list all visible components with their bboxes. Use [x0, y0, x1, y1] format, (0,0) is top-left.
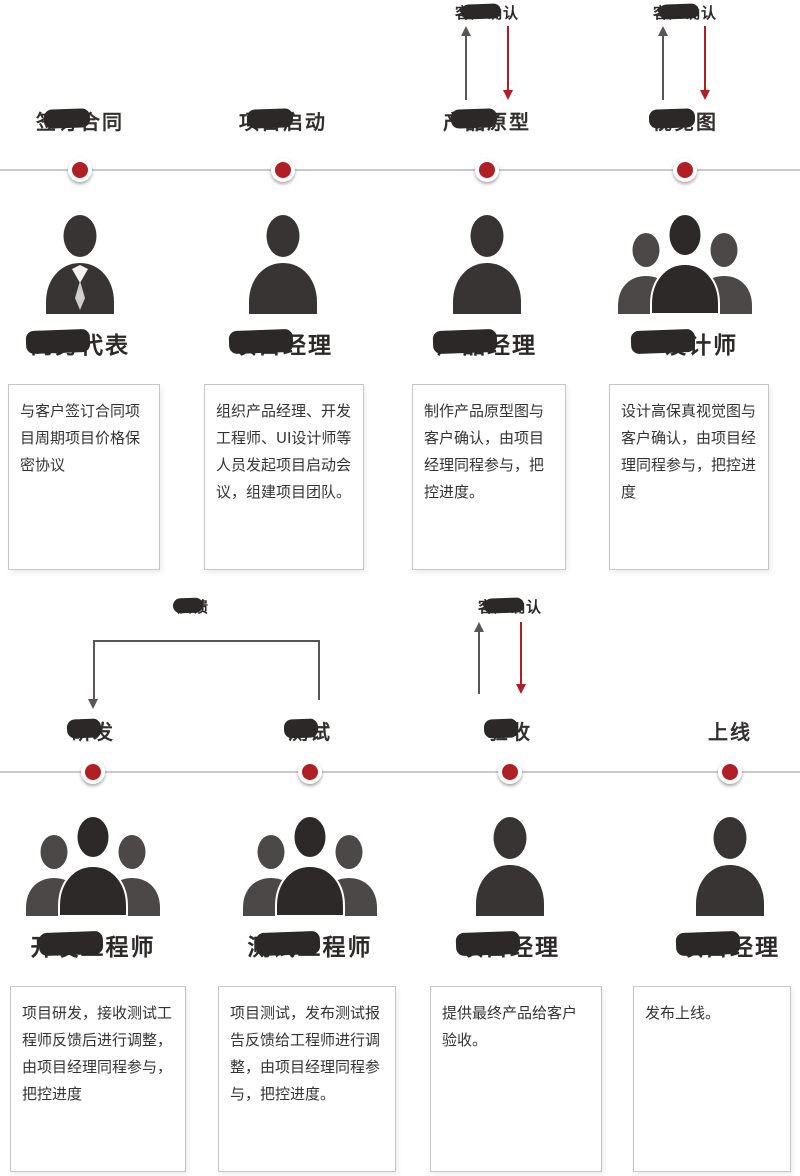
- ink-blob: [172, 597, 204, 614]
- stage-description-box: 项目测试，发布测试报告反馈给工程师进行调整，由项目经理同程参与，把控进度。: [218, 986, 396, 1172]
- customer-confirm-label: 客户确认: [460, 596, 560, 617]
- ink-blob: [283, 718, 319, 739]
- up-arrow-icon: [461, 26, 471, 100]
- timeline-node-dot: [81, 760, 105, 784]
- people-group-icon: [610, 210, 760, 318]
- role-label: 产品经理: [387, 326, 587, 360]
- timeline-line: [0, 771, 800, 773]
- stage-description-text: 发布上线。: [645, 1004, 721, 1022]
- stage-title: 验收: [430, 716, 590, 745]
- timeline-node-dot: [718, 760, 742, 784]
- stage-description-text: 制作产品原型图与客户确认，由项目经理同程参与，把控进度。: [424, 402, 545, 501]
- role-label: 开发工程师: [0, 928, 193, 962]
- feedback-label: 反馈: [153, 596, 233, 617]
- person-icon: [690, 812, 770, 920]
- people-group-icon: [18, 812, 168, 920]
- ink-blob: [25, 328, 91, 355]
- stage-title: 测试: [230, 716, 390, 745]
- stage-description-box: 设计高保真视觉图与客户确认，由项目经理同程参与，把控进度: [609, 384, 769, 570]
- role-label: 商务代表: [0, 326, 180, 360]
- timeline-node-dot: [498, 760, 522, 784]
- ink-blob: [432, 328, 498, 355]
- stage-description-box: 发布上线。: [633, 986, 791, 1172]
- stage-description-box: 提供最终产品给客户验收。: [430, 986, 602, 1172]
- stage-description-text: 项目研发，接收测试工程师反馈后进行调整，由项目经理同程参与，把控进度: [22, 1004, 173, 1103]
- stage-title: 上线: [708, 720, 752, 744]
- stage-title: 项目启动: [203, 106, 363, 135]
- customer-confirm-label: 客户确认: [437, 2, 537, 23]
- stage-title: 研发: [13, 716, 173, 745]
- stage-description-text: 与客户签订合同项目周期项目价格保密协议: [20, 402, 141, 474]
- ink-blob: [675, 930, 741, 957]
- timeline-node-dot: [298, 760, 322, 784]
- ink-blob: [246, 108, 294, 129]
- role-label: 项目经理: [183, 326, 383, 360]
- timeline-node-dot: [68, 158, 92, 182]
- stage-title: 签订合同: [0, 106, 160, 135]
- ink-blob: [483, 597, 525, 614]
- stage-title: 视觉图: [605, 106, 765, 135]
- timeline-node-dot: [673, 158, 697, 182]
- ink-blob: [483, 718, 519, 739]
- role-label: UI设计师: [585, 326, 785, 360]
- ink-blob: [450, 108, 498, 129]
- person-tie-icon: [40, 210, 120, 318]
- up-arrow-icon: [474, 622, 484, 694]
- customer-confirm-label: 客户确认: [635, 2, 735, 23]
- stage-description-box: 制作产品原型图与客户确认，由项目经理同程参与，把控进度。: [412, 384, 566, 570]
- stage-description-box: 项目研发，接收测试工程师反馈后进行调整，由项目经理同程参与，把控进度: [10, 986, 186, 1172]
- stage-description-text: 提供最终产品给客户验收。: [442, 1004, 578, 1049]
- role-label: 项目经理: [410, 928, 610, 962]
- down-arrow-icon: [700, 26, 710, 100]
- person-icon: [243, 210, 323, 318]
- timeline-node-dot: [475, 158, 499, 182]
- ink-blob: [658, 3, 700, 20]
- stage-description-text: 设计高保真视觉图与客户确认，由项目经理同程参与，把控进度: [621, 402, 757, 501]
- ink-blob: [455, 930, 521, 957]
- up-arrow-icon: [658, 26, 668, 100]
- ink-blob: [43, 108, 91, 129]
- person-icon: [447, 210, 527, 318]
- stage-title: 产品原型: [407, 106, 567, 135]
- down-arrow-icon: [516, 622, 526, 694]
- role-label: 项目经理: [630, 928, 800, 962]
- down-arrow-icon: [503, 26, 513, 100]
- stage-description-text: 组织产品经理、开发工程师、UI设计师等人员发起项目启动会议，组建项目团队。: [216, 402, 352, 501]
- role-label: 测试工程师: [210, 928, 410, 962]
- people-group-icon: [235, 812, 385, 920]
- ink-blob: [460, 3, 502, 20]
- timeline-node-dot: [271, 158, 295, 182]
- ink-blob: [648, 108, 696, 129]
- timeline-line: [0, 169, 800, 171]
- ink-blob: [66, 718, 102, 739]
- stage-description-box: 与客户签订合同项目周期项目价格保密协议: [8, 384, 160, 570]
- ink-blob: [255, 930, 321, 957]
- person-icon: [470, 812, 550, 920]
- feedback-loop-arrow: [88, 640, 320, 709]
- stage-description-box: 组织产品经理、开发工程师、UI设计师等人员发起项目启动会议，组建项目团队。: [204, 384, 364, 570]
- ink-blob: [630, 328, 696, 355]
- stage-description-text: 项目测试，发布测试报告反馈给工程师进行调整，由项目经理同程参与，把控进度。: [230, 1004, 381, 1103]
- ink-blob: [228, 328, 294, 355]
- ink-blob: [38, 930, 104, 957]
